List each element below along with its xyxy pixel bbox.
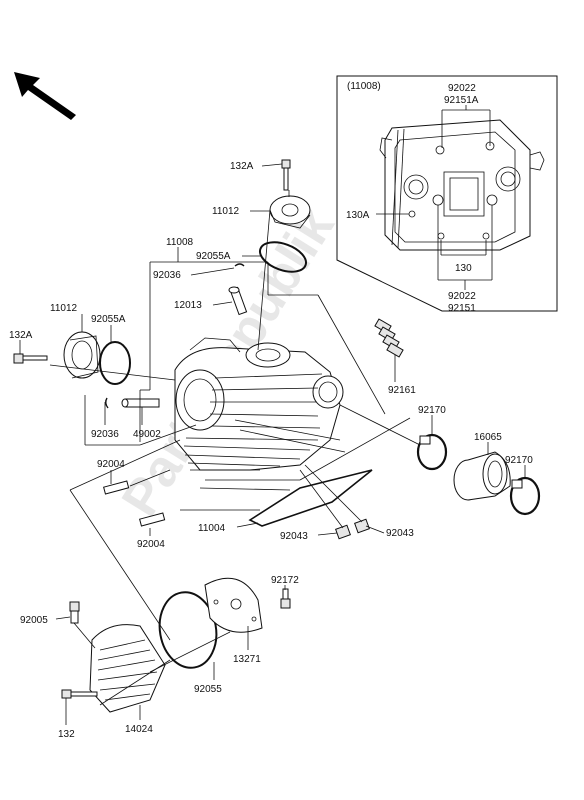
front-direction-arrow-icon — [14, 72, 76, 120]
label-inset-92151: 92151 — [448, 303, 476, 314]
label-inset-92022-bottom: 92022 — [448, 291, 476, 302]
label-92036-left: 92036 — [91, 429, 119, 440]
label-14024: 14024 — [125, 724, 153, 735]
label-92170-mid: 92170 — [418, 405, 446, 416]
label-92055: 92055 — [194, 684, 222, 695]
valve-guide-49002 — [121, 398, 160, 408]
label-49002: 49002 — [133, 429, 161, 440]
label-11004: 11004 — [198, 523, 226, 534]
leader-lines — [19, 163, 526, 725]
cap-11012-top — [269, 195, 311, 229]
bolt-132A-top-icon — [281, 159, 291, 191]
label-92055A-left: 92055A — [91, 314, 126, 325]
label-11012-left: 11012 — [50, 303, 78, 314]
part-labels: (11008) 92022 92151A 130A 130 92022 9215… — [9, 81, 533, 740]
label-92055A-top: 92055A — [196, 251, 231, 262]
stud-92004-bottom — [139, 512, 166, 527]
label-11008: 11008 — [166, 237, 194, 248]
clamp-92170-mid — [416, 433, 448, 471]
cover-14024 — [89, 624, 166, 713]
gasket-11004 — [248, 469, 373, 527]
label-92170-right: 92170 — [505, 455, 533, 466]
label-132A-left: 132A — [9, 330, 33, 341]
label-92043-left: 92043 — [280, 531, 308, 542]
label-92043-right: 92043 — [386, 528, 414, 539]
cap-11012-left — [63, 331, 101, 379]
inset-title: (11008) — [347, 81, 381, 92]
o-ring-92055A-top — [259, 241, 307, 273]
label-132: 132 — [58, 729, 75, 740]
plug-92005-icon — [69, 601, 80, 624]
label-inset-130A: 130A — [346, 210, 370, 221]
clip-92036-left — [105, 397, 109, 409]
plate-13271 — [204, 577, 263, 633]
stud-92004-top — [103, 480, 130, 495]
label-92004-bottom: 92004 — [137, 539, 165, 550]
label-inset-92022-top: 92022 — [448, 83, 476, 94]
shims-92161 — [374, 318, 404, 358]
bolt-92172-icon — [280, 588, 291, 609]
cylinder-head — [174, 337, 346, 491]
label-132A-top: 132A — [230, 161, 254, 172]
o-ring-92055A-left — [99, 341, 131, 385]
label-12013: 12013 — [174, 300, 202, 311]
inset-box — [336, 75, 558, 312]
bolt-132A-left-icon — [13, 353, 48, 364]
dowel-92043-right — [354, 518, 370, 534]
label-inset-92151A: 92151A — [444, 95, 479, 106]
inset-cylinder-head — [379, 119, 545, 251]
o-ring-92055 — [158, 591, 218, 669]
clamp-92170-right — [509, 476, 541, 516]
label-92004-top: 92004 — [97, 459, 125, 470]
label-92036-top: 92036 — [153, 270, 181, 281]
label-92172: 92172 — [271, 575, 299, 586]
intake-pipe-16065 — [453, 451, 511, 501]
label-16065: 16065 — [474, 432, 502, 443]
label-11012-top: 11012 — [212, 206, 240, 217]
dowel-92043-left — [335, 524, 351, 540]
clip-92036-top — [234, 263, 245, 267]
valve-guide-12013 — [228, 286, 248, 316]
label-inset-130: 130 — [455, 263, 472, 274]
bolt-132-icon — [61, 689, 98, 699]
label-13271: 13271 — [233, 654, 261, 665]
label-92005: 92005 — [20, 615, 48, 626]
label-92161: 92161 — [388, 385, 416, 396]
